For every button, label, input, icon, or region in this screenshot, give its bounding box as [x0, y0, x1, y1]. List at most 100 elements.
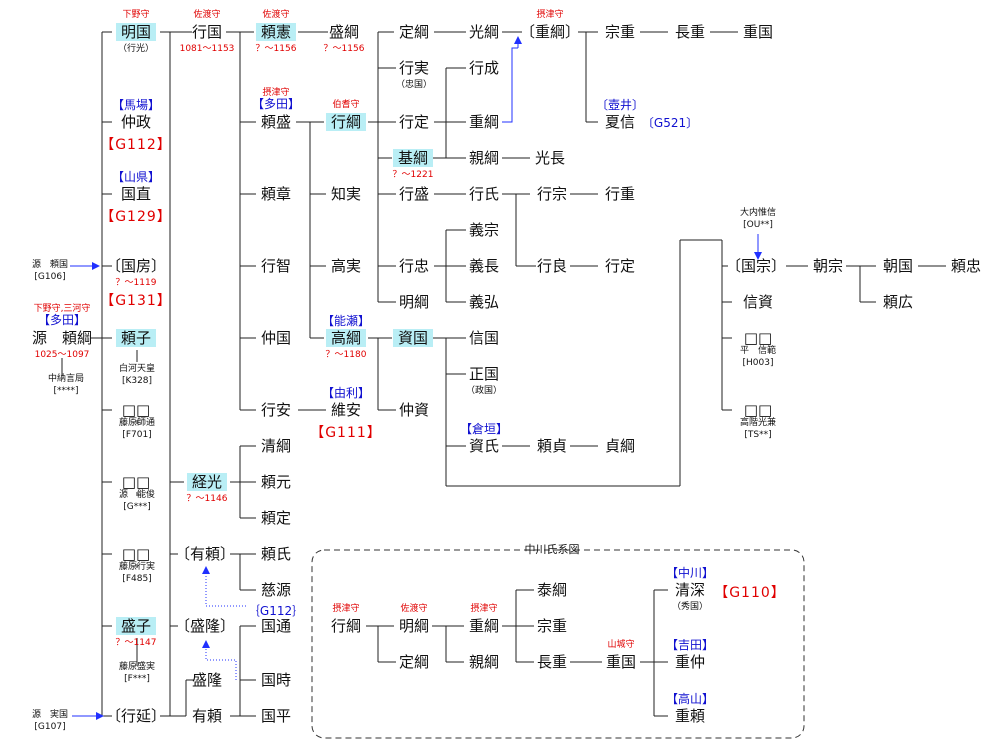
person-nk_sadatsuna: 定綱 — [398, 653, 430, 671]
person-nk_nagashige: 長重 — [536, 653, 568, 671]
person-moritsuna-dates: ？～1156 — [323, 44, 365, 54]
ext_shirakawa-code: [K328] — [121, 376, 153, 386]
person-kuninao-ref: 【G129】 — [100, 209, 172, 225]
person-nobusuke: 信資 — [742, 293, 774, 311]
person-sq3: □□ — [121, 545, 151, 563]
person-moritaka2: 盛隆 — [191, 671, 223, 689]
person-tomozane: 知実 — [330, 185, 362, 203]
person-shigetsuna2: 〔重綱〕 — [519, 23, 581, 41]
person-moriko: 盛子 — [115, 617, 157, 635]
person-kunifusa-ref: 【G131】 — [100, 293, 172, 309]
person-sq4: □□ — [743, 329, 773, 347]
person-nagashige: 長重 — [674, 23, 706, 41]
person-nk_kiyomi-tag: 【中川】 — [665, 566, 715, 580]
ext_yoshitoshi-code: [G***] — [123, 502, 151, 512]
person-yoshimune: 義宗 — [468, 221, 500, 239]
person-moritaka: 〔盛隆〕 — [174, 617, 236, 635]
person-yorimoto: 頼元 — [260, 473, 292, 491]
person-mototsuna-dates: ？～1221 — [392, 170, 434, 180]
person-nakamasa-ref: 【G112】 — [100, 137, 172, 153]
person-mitsutsuna: 光綱 — [468, 23, 500, 41]
person-yorinori-dates: ？～1156 — [255, 44, 297, 54]
person-moriko-dates: ？～1147 — [115, 638, 157, 648]
person-nakamasa: 仲政 — [120, 113, 152, 131]
person-nk_akitsuna-title: 佐渡守 — [400, 604, 428, 614]
person-yoshinaga: 義長 — [468, 257, 500, 275]
person-akikuni-title: 下野守 — [122, 10, 150, 20]
person-yorinori-title: 佐渡守 — [262, 10, 290, 20]
person-yukimori: 行盛 — [398, 185, 430, 203]
person-munehige: 宗重 — [604, 23, 636, 41]
person-nk_chikatsuna: 親綱 — [468, 653, 500, 671]
person-natsunobu-tag: 〔壺井〕 — [595, 98, 645, 112]
person-yorinori: 頼憲 — [255, 23, 297, 41]
person-nk_yukitsuna: 行綱 — [330, 617, 362, 635]
person-moritsuna: 盛綱 — [328, 23, 360, 41]
person-yukizane: 行実 — [398, 59, 430, 77]
person-nk_shigeyori-tag: 【高山】 — [665, 692, 715, 706]
person-yorimori-title: 摂津守 — [262, 88, 290, 98]
ext_yorikuni: 源 頼国 — [31, 260, 69, 270]
person-sukekuni: 資国 — [392, 329, 434, 347]
person-sukeuji-tag: 【倉垣】 — [459, 422, 509, 436]
person-yoriko: 頼子 — [115, 329, 157, 347]
person-kunitoki: 国時 — [260, 671, 292, 689]
person-tsunemitsu-dates: ？～1146 — [186, 494, 228, 504]
person-kunimune: 〔国宗〕 — [725, 257, 787, 275]
person-kunihira: 国平 — [260, 707, 292, 725]
ext_yorikuni-code: [G106] — [34, 272, 66, 282]
person-nakamasa-tag: 【馬場】 — [111, 98, 161, 112]
person-yukitsuna: 行綱 — [325, 113, 367, 131]
person-masakuni: 正国 — [468, 365, 500, 383]
person-yukishige: 行重 — [604, 185, 636, 203]
person-akikuni-dates: （行光） — [117, 44, 155, 54]
person-tomomune: 朝宗 — [812, 257, 844, 275]
person-chikatsuna: 親綱 — [468, 149, 500, 167]
person-shigekuni: 重国 — [742, 23, 774, 41]
ext_koretomo-code: [OU**] — [743, 220, 773, 230]
person-nobukuni: 信国 — [468, 329, 500, 347]
person-yoshihiro: 義弘 — [468, 293, 500, 311]
person-yorimune-title: 下野守,三河守 — [33, 304, 91, 314]
ext_nobunori: 平 信範 — [739, 346, 777, 356]
person-yukikuni-dates: 1081～1153 — [179, 44, 235, 54]
nakagawa-title: 中川氏系図 — [524, 543, 580, 556]
person-yorisada2: 頼貞 — [536, 437, 568, 455]
person-yoriuji: 頼氏 — [260, 545, 292, 563]
person-nakasuke: 仲資 — [398, 401, 430, 419]
person-shigetsuna2-title: 摂津守 — [536, 10, 564, 20]
person-sq2: □□ — [121, 473, 151, 491]
person-koreyasu-tag: 【由利】 — [321, 386, 371, 400]
ext_chunagon: 中納言局 — [47, 374, 85, 384]
person-kunifusa: 〔国房〕 — [105, 257, 167, 275]
person-kuninao: 国直 — [120, 185, 152, 203]
person-yukitsuna-title: 伯耆守 — [332, 100, 360, 110]
person-takazane: 高実 — [330, 257, 362, 275]
person-takatsuna: 高綱 — [325, 329, 367, 347]
person-nk_shigetsuna-title: 摂津守 — [470, 604, 498, 614]
person-yukiyoshi: 行良 — [536, 257, 568, 275]
person-nk_yasutsuna: 泰綱 — [536, 581, 568, 599]
person-nk_munehige: 宗重 — [536, 617, 568, 635]
person-yukisada: 行定 — [398, 113, 430, 131]
ext_chunagon-code: [****] — [53, 386, 79, 396]
person-nk_shigenaka-tag: 【吉田】 — [665, 638, 715, 652]
person-yorimune-dates: 1025～1097 — [34, 350, 90, 360]
person-yorisada: 頼定 — [260, 509, 292, 527]
person-sadatsuna: 定綱 — [398, 23, 430, 41]
ext_mitsukane-code: [TS**] — [744, 430, 772, 440]
person-yorimune: 源 頼綱 — [31, 329, 93, 347]
person-koreyasu-ref: 【G111】 — [310, 425, 382, 441]
person-ariyori2: 有頼 — [191, 707, 223, 725]
person-kiyotsuna: 清綱 — [260, 437, 292, 455]
ext_sanekuni: 源 実国 — [31, 710, 69, 720]
person-yukiuji: 行氏 — [468, 185, 500, 203]
person-yukimune: 行宗 — [536, 185, 568, 203]
person-mototsuna: 基綱 — [392, 149, 434, 167]
person-natsunobu: 夏信 — [604, 113, 636, 131]
ext_yukizane: 藤原行実 — [118, 562, 156, 572]
person-sq1: □□ — [121, 401, 151, 419]
person-yukitada: 行忠 — [398, 257, 430, 275]
